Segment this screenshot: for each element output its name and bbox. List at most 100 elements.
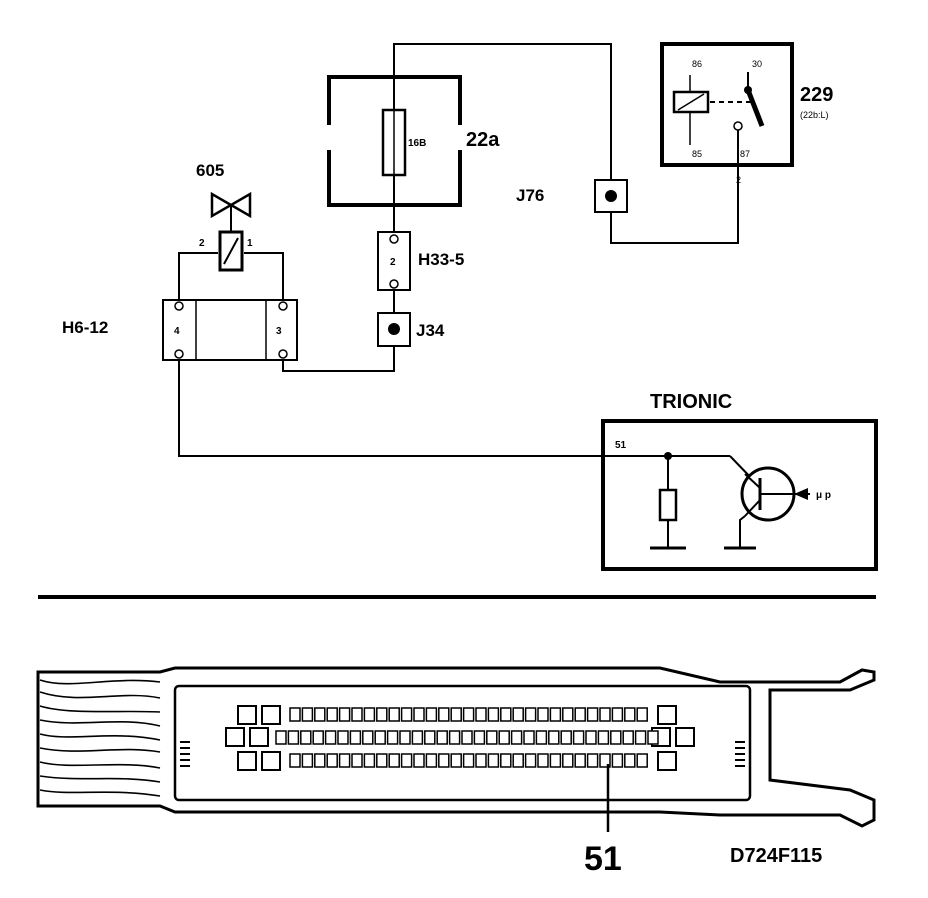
connector-pin (610, 730, 622, 745)
j34-dot (388, 323, 400, 335)
wires (178, 43, 739, 457)
fuse-box-label: 22a (466, 129, 500, 151)
h6-pin4-bottom (174, 349, 184, 359)
connector-pin (475, 707, 487, 722)
connector-pin (314, 753, 326, 768)
connector-pin (411, 730, 424, 745)
connector-pin (510, 730, 523, 745)
connector-pin (438, 707, 450, 722)
h6-pin4-top (174, 301, 184, 311)
connector-pin (475, 753, 487, 768)
connector-pin (597, 730, 610, 745)
connector-pin (462, 707, 475, 722)
pin-51-callout-label: 51 (584, 840, 622, 878)
connector-pin (636, 707, 648, 722)
wire-fuse-to-j76 (393, 43, 612, 180)
valve-label: 605 (196, 161, 224, 180)
connector-pin (537, 753, 549, 768)
wire-valve-pin1 (244, 252, 284, 303)
relay-label: 229 (800, 84, 833, 106)
connector-pin (289, 753, 301, 768)
h6-pin3-top (278, 301, 288, 311)
relay-body (660, 42, 794, 167)
j76-dot (605, 190, 617, 202)
wire-valve-pin2 (178, 252, 218, 303)
connector-pin (349, 730, 362, 745)
connector-pin (462, 753, 475, 768)
connector-pin (400, 753, 413, 768)
h6-pin4-label: 4 (174, 326, 180, 337)
connector-pin (624, 753, 636, 768)
connector-pin (487, 707, 500, 722)
trionic-body (601, 419, 878, 571)
connector-pin (326, 707, 338, 722)
transistor-ground-wire (739, 515, 746, 548)
connector-pin (425, 707, 438, 722)
connector-pin (362, 730, 374, 745)
h6-pin3-bottom (278, 349, 288, 359)
connector-pin (622, 730, 634, 745)
transistor-collector (744, 473, 761, 489)
connector-pin (363, 753, 376, 768)
connector-h6-12: H6-12 4 3 (62, 299, 298, 361)
transistor-emitter (744, 499, 761, 517)
relay-pin85-label: 85 (692, 149, 702, 159)
connector-pin (562, 753, 574, 768)
connector-pin (500, 707, 512, 722)
connector-pin (338, 707, 351, 722)
ecu-connector-illustration: 51 D724F115 (36, 666, 876, 878)
connector-pin (400, 707, 413, 722)
connector-pin (424, 730, 436, 745)
valve-pin1-label: 1 (247, 238, 253, 249)
connector-h33-5: 2 H33-5 (377, 231, 464, 291)
connector-pin (275, 730, 287, 745)
fuse-label: 16B (408, 138, 426, 149)
connector-pin (450, 753, 462, 768)
connector-pin (599, 753, 611, 768)
connector-pin (386, 730, 399, 745)
connector-pin (338, 753, 351, 768)
connector-pin (562, 707, 574, 722)
connector-pin (524, 753, 537, 768)
connector-pin (301, 707, 314, 722)
connector-pin (351, 753, 363, 768)
fuse-box-top (327, 75, 462, 125)
transistor-base-arrow (794, 488, 808, 500)
relay-sublabel: (22b:L) (800, 110, 829, 120)
connector-pin (413, 707, 425, 722)
valve-pin2-label: 2 (199, 238, 205, 249)
connector-pin (574, 753, 586, 768)
junction-j34: J34 (377, 312, 445, 347)
junction-j76: J76 (516, 179, 628, 213)
connector-pin (289, 707, 301, 722)
connector-pin (636, 753, 648, 768)
relay-out-pin-label: 2 (736, 175, 741, 185)
connector-pin (388, 753, 400, 768)
resistor (658, 488, 678, 522)
relay-229: 86 30 85 87 2 229 (22b:L) (660, 42, 833, 185)
connector-pin (376, 753, 388, 768)
cable-bundle (39, 679, 161, 797)
connector-pin (326, 753, 338, 768)
h33-label: H33-5 (418, 250, 464, 269)
connector-pin (300, 730, 312, 745)
connector-pin (314, 707, 326, 722)
h33-pin-top (389, 234, 399, 244)
connector-pin (512, 753, 524, 768)
connector-pin (425, 753, 438, 768)
connector-pin (374, 730, 386, 745)
connector-pin (535, 730, 548, 745)
wire-j34-to-h6 (282, 346, 395, 372)
connector-pin (611, 753, 624, 768)
connector-pin (498, 730, 510, 745)
h33-pin-bottom (389, 279, 399, 289)
connector-pin (363, 707, 376, 722)
connector-pin (312, 730, 324, 745)
left-latch-slots (180, 741, 190, 767)
connector-pin (549, 753, 562, 768)
figure-id: D724F115 (730, 845, 822, 867)
connector-pin (461, 730, 473, 745)
relay-coil-slash (677, 93, 705, 111)
relay-pin87-label: 87 (740, 149, 750, 159)
